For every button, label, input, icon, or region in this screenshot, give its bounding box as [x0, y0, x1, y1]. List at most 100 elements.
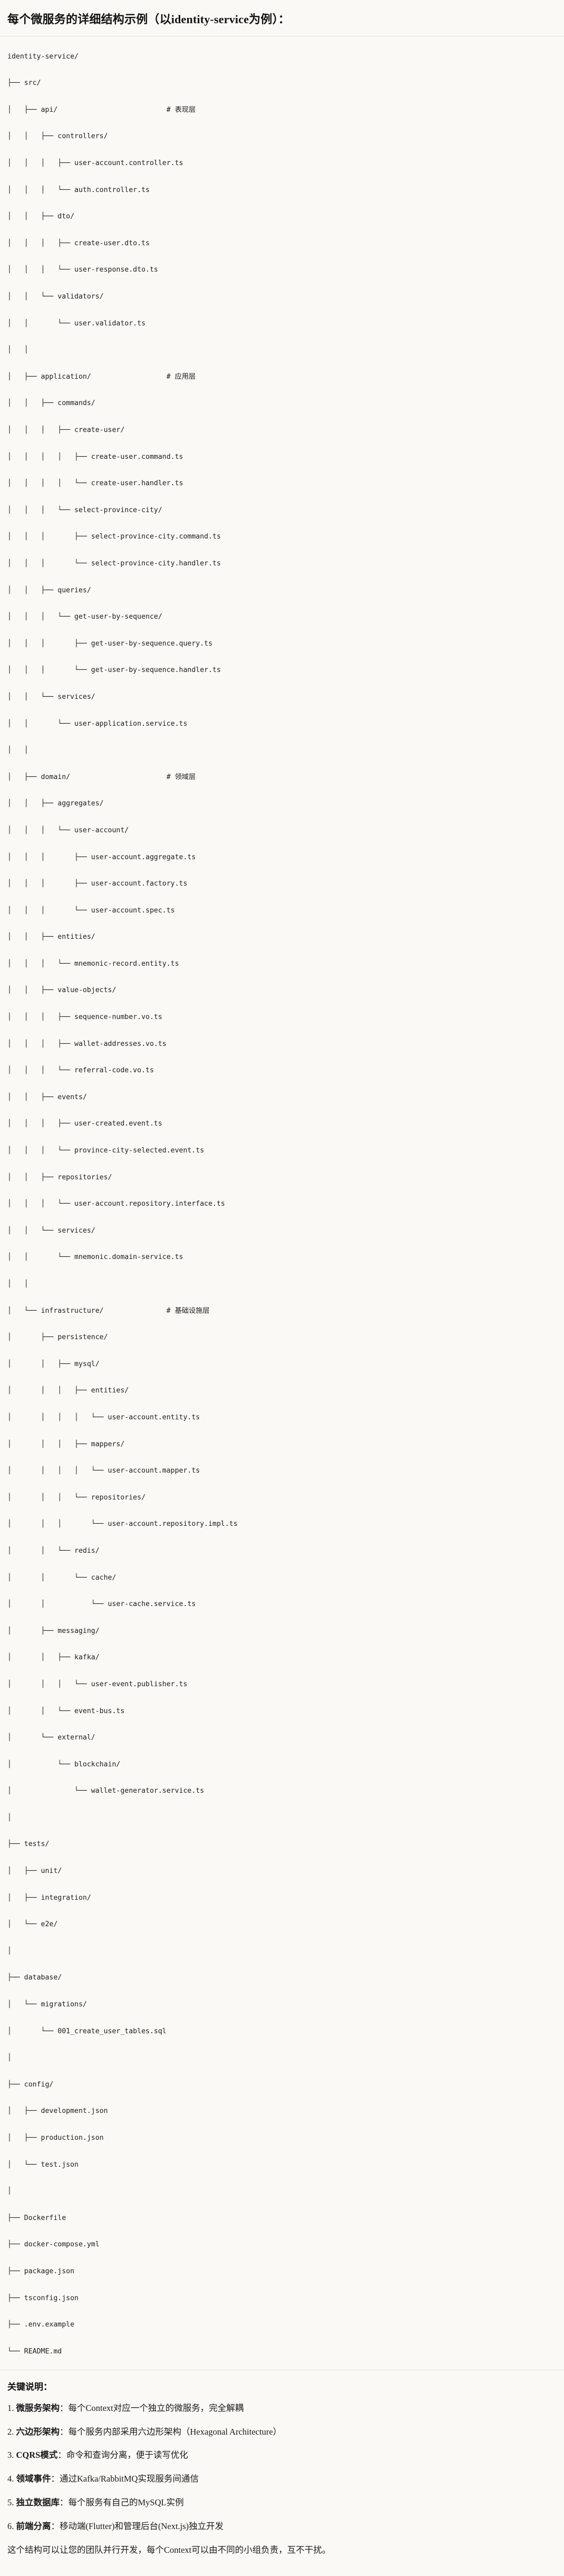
tree-line: │ │ ├── queries/	[7, 586, 91, 594]
tree-line: │ ├── api/ # 表现层	[7, 105, 196, 114]
tree-line: │ │ │ ├── user-created.event.ts	[7, 1120, 162, 1128]
tree-line: │ │ └── cache/	[7, 1573, 116, 1582]
page-title: 每个微服务的详细结构示例（以identity-service为例）：	[7, 13, 290, 26]
tree-line: │ ├── production.json	[7, 2134, 104, 2142]
key-note-term: CQRS模式	[16, 2450, 58, 2460]
tree-line: │ │ ├── events/	[7, 1093, 87, 1101]
key-note-term: 六边形架构	[16, 2426, 60, 2437]
tree-line: │ └── blockchain/	[7, 1760, 121, 1768]
key-note-item: 6. 前端分离：移动端(Flutter)和管理后台(Next.js)独立开发	[7, 2520, 557, 2533]
tree-line: │ │ │ └── mnemonic-record.entity.ts	[7, 959, 179, 968]
tree-line: │ ├── persistence/	[7, 1333, 108, 1342]
tree-line: │ │ │ │ └── user-account.mapper.ts	[7, 1467, 200, 1475]
tree-line-comment: # 领域层	[166, 773, 196, 781]
key-note-number: 3.	[7, 2450, 16, 2460]
tree-line: ├── tests/	[7, 1840, 50, 1849]
tree-line: │ │ │ ├── entities/	[7, 1387, 129, 1395]
tree-line: ├── package.json	[7, 2267, 75, 2275]
directory-tree-block: identity-service/ ├── src/ │ ├── api/ # …	[0, 36, 564, 2371]
tree-line: │ │ └── user-application.service.ts	[7, 719, 188, 728]
tree-line: │ │ └── services/	[7, 693, 95, 701]
closing-paragraph: 这个结构可以让您的团队并行开发，每个Context可以由不同的小组负责，互不干扰…	[7, 2545, 331, 2555]
tree-line: │ │ └── mnemonic.domain-service.ts	[7, 1253, 183, 1262]
tree-line: │ └── migrations/	[7, 2001, 87, 2009]
tree-line: │ ├── application/ # 应用层	[7, 372, 196, 381]
tree-line: │ │ ├── aggregates/	[7, 800, 104, 808]
tree-line: │ │ ├── repositories/	[7, 1173, 112, 1181]
tree-line: │ │ │ ├── mappers/	[7, 1440, 125, 1448]
key-note-description: ：移动端(Flutter)和管理后台(Next.js)独立开发	[51, 2521, 224, 2531]
tree-line: │ │ ├── controllers/	[7, 132, 108, 141]
key-note-description: ：每个Context对应一个独立的微服务，完全解耦	[60, 2402, 244, 2413]
tree-line: │ │ │ └── auth.controller.ts	[7, 186, 150, 194]
tree-line: │ ├── domain/ # 领域层	[7, 773, 196, 781]
tree-line: │ └── e2e/	[7, 1920, 58, 1929]
tree-line: │ └── wallet-generator.service.ts	[7, 1787, 205, 1795]
tree-line: │ │ │ ├── user-account.controller.ts	[7, 159, 183, 168]
tree-line: identity-service/	[7, 52, 79, 61]
tree-line: │ │ │ └── repositories/	[7, 1493, 146, 1502]
tree-line: │ │ ├── value-objects/	[7, 986, 116, 995]
key-note-number: 2.	[7, 2426, 16, 2437]
key-note-item: 5. 独立数据库：每个服务有自己的MySQL实例	[7, 2496, 557, 2510]
tree-line: │ │ │ ├── sequence-number.vo.ts	[7, 1013, 162, 1022]
tree-line: │ │ ├── kafka/	[7, 1654, 100, 1662]
tree-line: │ │ └── services/	[7, 1226, 95, 1235]
tree-line: └── README.md	[7, 2347, 62, 2356]
tree-line: │ │ │ ├── create-user.dto.ts	[7, 239, 150, 247]
directory-tree: identity-service/ ├── src/ │ ├── api/ # …	[7, 50, 557, 2358]
tree-line: │ │ │ ├── user-account.factory.ts	[7, 880, 188, 888]
tree-line: │ ├── development.json	[7, 2107, 108, 2116]
tree-line: │ │ └── event-bus.ts	[7, 1707, 125, 1715]
tree-line: ├── config/	[7, 2080, 54, 2089]
tree-line: │ │ │ └── user-response.dto.ts	[7, 266, 158, 274]
tree-line: │ │ └── validators/	[7, 293, 104, 301]
tree-line: │ │ │ │ └── user-account.entity.ts	[7, 1413, 200, 1421]
key-note-item: 4. 领域事件：通过Kafka/RabbitMQ实现服务间通信	[7, 2473, 557, 2486]
tree-line: │	[7, 1947, 12, 1955]
tree-line: │	[7, 1813, 12, 1822]
tree-line: │ │ └── user.validator.ts	[7, 319, 146, 328]
tree-line: │ │ │ └── select-province-city.handler.t…	[7, 559, 221, 568]
tree-line: │ │ └── redis/	[7, 1546, 100, 1555]
tree-line-comment: # 表现层	[166, 105, 196, 114]
tree-line: │ │ │ ├── create-user/	[7, 426, 125, 434]
tree-line: │ │ ├── dto/	[7, 213, 75, 221]
tree-line: │ │	[7, 1280, 28, 1288]
key-note-description: ：每个服务有自己的MySQL实例	[60, 2497, 184, 2507]
tree-line: │ └── test.json	[7, 2160, 79, 2169]
key-note-number: 5.	[7, 2497, 16, 2507]
tree-line: ├── database/	[7, 1974, 62, 1982]
tree-line: ├── tsconfig.json	[7, 2294, 79, 2302]
tree-line: │ ├── messaging/	[7, 1627, 100, 1635]
tree-line: │ ├── integration/	[7, 1893, 91, 1902]
key-note-term: 领域事件	[16, 2474, 51, 2484]
key-note-number: 6.	[7, 2521, 16, 2531]
key-note-description: ：每个服务内部采用六边形架构（Hexagonal Architecture）	[60, 2426, 282, 2437]
tree-line: │ │ │ └── get-user-by-sequence/	[7, 613, 162, 621]
tree-line: │ │ │ ├── user-account.aggregate.ts	[7, 853, 196, 861]
tree-line: │ │ ├── entities/	[7, 933, 95, 941]
tree-line: │ │ │ └── get-user-by-sequence.handler.t…	[7, 666, 221, 675]
tree-line: │ │ │ ├── wallet-addresses.vo.ts	[7, 1040, 167, 1048]
key-note-item: 3. CQRS模式：命令和查询分离，便于读写优化	[7, 2449, 557, 2462]
key-note-number: 4.	[7, 2474, 16, 2484]
tree-line: │ │ │ └── user-account.repository.impl.t…	[7, 1520, 238, 1529]
tree-line: │ │ │ ├── select-province-city.command.t…	[7, 533, 221, 541]
tree-line: ├── src/	[7, 79, 41, 88]
tree-line: │ └── infrastructure/ # 基础设施层	[7, 1306, 210, 1315]
tree-line: │ │ │ └── user-event.publisher.ts	[7, 1680, 188, 1688]
tree-line: │ │ │ │ └── create-user.handler.ts	[7, 479, 183, 488]
tree-line: │ │	[7, 746, 28, 755]
key-note-term: 前端分离	[16, 2521, 51, 2531]
tree-line: │ │ │ └── select-province-city/	[7, 506, 162, 514]
tree-line-comment: # 应用层	[166, 372, 196, 381]
key-note-term: 独立数据库	[16, 2497, 60, 2507]
key-note-number: 1.	[7, 2402, 16, 2413]
key-note-item: 2. 六边形架构：每个服务内部采用六边形架构（Hexagonal Archite…	[7, 2426, 557, 2439]
key-note-term: 微服务架构	[16, 2402, 60, 2413]
document-header: 每个微服务的详细结构示例（以identity-service为例）：	[0, 0, 564, 36]
tree-line: │ │ └── user-cache.service.ts	[7, 1600, 196, 1609]
